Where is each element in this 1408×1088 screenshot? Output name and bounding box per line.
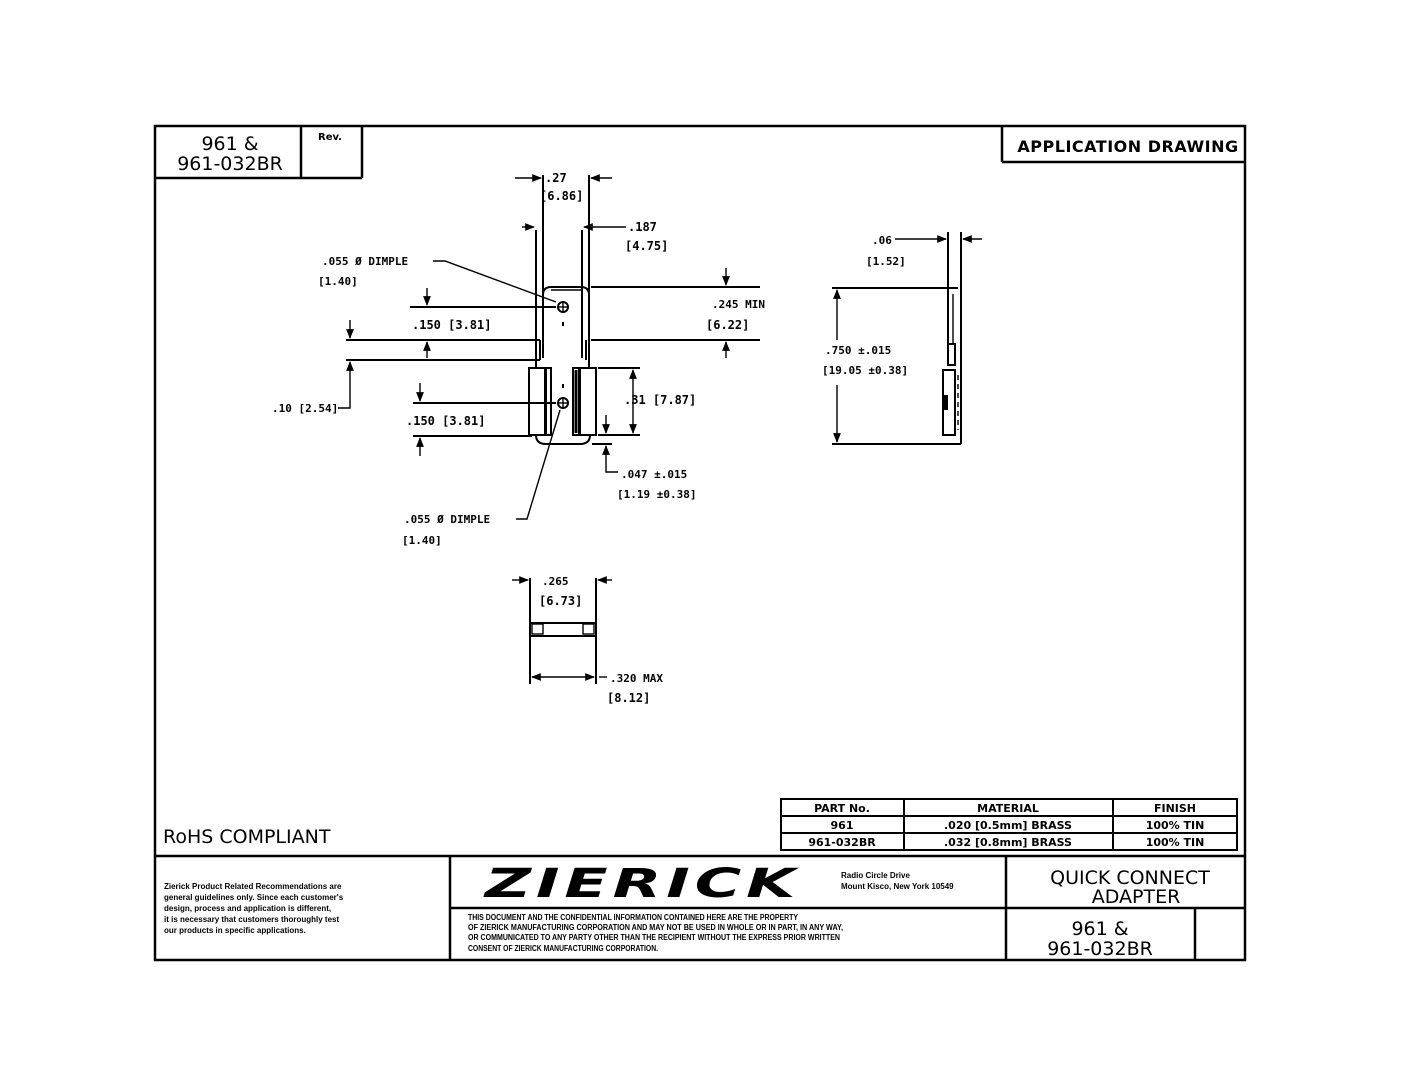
rev-label: Rev.: [318, 132, 342, 143]
product-title-line1: QUICK CONNECT: [1050, 867, 1210, 889]
table-row-1-material: .020 [0.5mm] BRASS: [944, 819, 1072, 832]
table-row-2-material: .032 [0.8mm] BRASS: [944, 836, 1072, 849]
title-part-line2: 961-032BR: [1047, 938, 1153, 960]
confidential-line-4: CONSENT OF ZIERICK MANUFACTURING CORPORA…: [468, 944, 658, 953]
dim-receptacle-length: .31 [7.87]: [624, 393, 696, 407]
dim-dimple-top: .055 Ø DIMPLE: [322, 255, 408, 268]
table-header-part: PART No.: [814, 802, 870, 815]
dim-thickness: .06: [872, 234, 892, 247]
dim-dimple-bottom-mm: [1.40]: [402, 534, 442, 547]
dim-width-top-mm: [6.86]: [540, 189, 583, 203]
part-number-line1: 961 &: [201, 133, 258, 155]
disclaimer-line-3: design, process and application is diffe…: [164, 904, 331, 913]
part-number-box: 961 & 961-032BR Rev.: [155, 126, 364, 180]
confidential-line-3: OR COMMUNICATED TO ANY PARTY OTHER THAN …: [468, 933, 840, 942]
part-number-line2: 961-032BR: [177, 153, 283, 175]
confidential-line-2: OF ZIERICK MANUFACTURING CORPORATION AND…: [468, 923, 843, 932]
dim-bend-offset: .047 ±.015: [621, 468, 687, 481]
dim-dimple-bottom-offset: .150 [3.81]: [406, 414, 485, 428]
dim-overall-length: .750 ±.015: [825, 344, 891, 357]
dim-gap: .10 [2.54]: [272, 402, 338, 415]
sheet-border: [153, 124, 1247, 962]
dim-tab-width-mm: [4.75]: [625, 239, 668, 253]
title-block: Zierick Product Related Recommendations …: [155, 854, 1245, 960]
dim-dimple-top-mm: [1.40]: [318, 275, 358, 288]
disclaimer-line-4: it is necessary that customers thoroughl…: [164, 915, 339, 924]
table-row-1-finish: 100% TIN: [1146, 819, 1205, 832]
disclaimer-line-5: our products in specific applications.: [164, 926, 306, 935]
address-line-1: Radio Circle Drive: [841, 871, 910, 880]
dim-tab-width: .187: [628, 220, 657, 234]
title-part-line1: 961 &: [1071, 918, 1128, 940]
disclaimer-line-1: Zierick Product Related Recommendations …: [164, 882, 342, 891]
parts-table: PART No. MATERIAL FINISH 961 .020 [0.5mm…: [780, 798, 1238, 851]
table-row-2-finish: 100% TIN: [1146, 836, 1205, 849]
dim-thickness-mm: [1.52]: [866, 255, 906, 268]
end-view: .265 [6.73] .320 MAX [8.12]: [512, 575, 663, 705]
dim-outer-width-mm: [8.12]: [607, 691, 650, 705]
confidential-line-1: THIS DOCUMENT AND THE CONFIDENTIAL INFOR…: [468, 913, 799, 922]
table-row-1-part: 961: [831, 819, 854, 832]
table-header-material: MATERIAL: [977, 802, 1039, 815]
dim-width-top: .27: [545, 171, 567, 185]
drawing-type-label: APPLICATION DRAWING: [1017, 137, 1238, 156]
dim-dimple-bottom: .055 Ø DIMPLE: [404, 513, 490, 526]
dim-bend-offset-mm: [1.19 ±0.38]: [617, 488, 696, 501]
zierick-logo: ZIERICK: [482, 861, 800, 907]
dim-tab-length-mm: [6.22]: [706, 318, 749, 332]
dim-dimple-top-offset: .150 [3.81]: [412, 318, 491, 332]
disclaimer-line-2: general guidelines only. Since each cust…: [164, 893, 344, 902]
dim-tab-length: .245 MIN: [712, 298, 765, 311]
address-line-2: Mount Kisco, New York 10549: [841, 882, 954, 891]
dim-overall-length-mm: [19.05 ±0.38]: [822, 364, 908, 377]
rohs-compliant-label: RoHS COMPLIANT: [163, 826, 331, 848]
table-header-finish: FINISH: [1154, 802, 1196, 815]
dim-outer-width: .320 MAX: [610, 672, 663, 685]
front-view: .27 [6.86] .187 [4.75] .055 Ø DIMPLE [1.…: [272, 171, 765, 547]
drawing-type-box: APPLICATION DRAWING: [1000, 126, 1245, 164]
product-title-line2: ADAPTER: [1092, 886, 1181, 908]
dim-inner-width: .265: [542, 575, 569, 588]
table-row-2-part: 961-032BR: [808, 836, 876, 849]
dim-inner-width-mm: [6.73]: [539, 594, 582, 608]
side-view: .06 [1.52] .750 ±.015 [19.05 ±0.38]: [822, 232, 982, 445]
